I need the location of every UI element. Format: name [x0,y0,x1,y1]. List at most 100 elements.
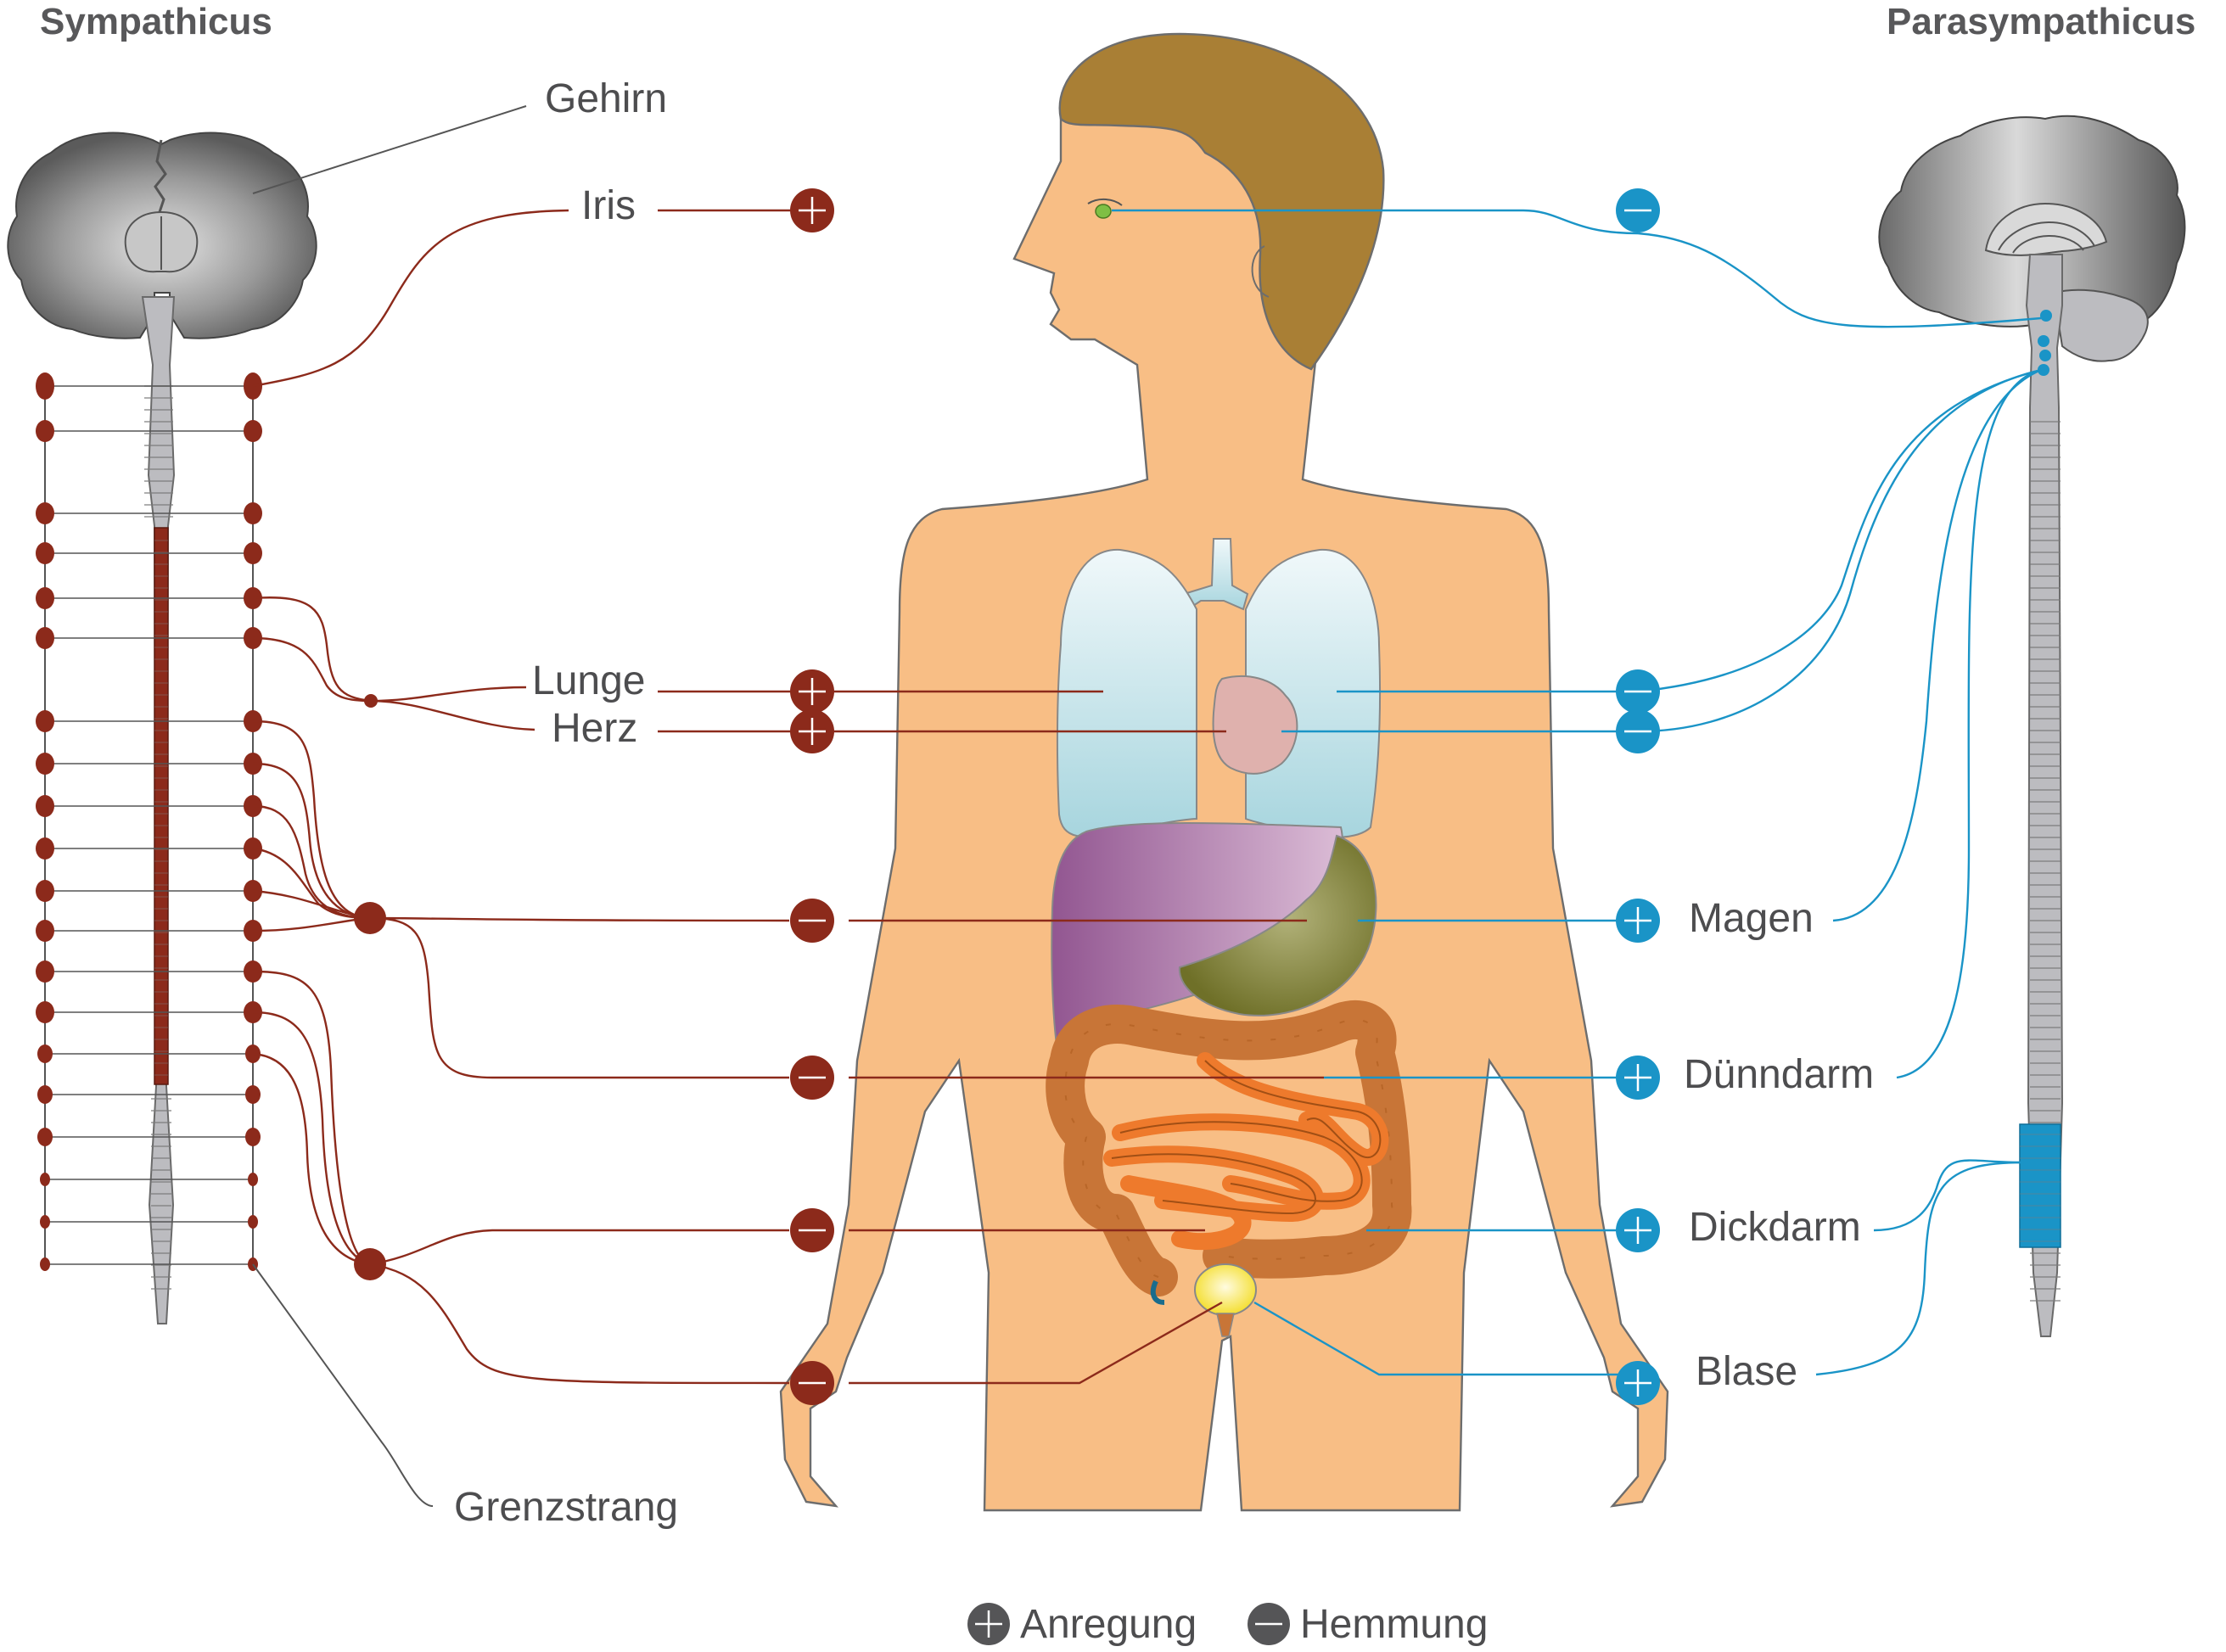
sympathicus-marker-iris [790,188,834,232]
sympathicus-marker-duenndarm [790,1056,834,1100]
trunk-ganglion-left [36,587,54,609]
legend-label-anregung: Anregung [1020,1602,1197,1647]
trunk-ganglion-right [245,1128,261,1146]
label-dickdarm: Dickdarm [1689,1205,1861,1250]
parasympathicus-marker-lunge [1616,669,1660,714]
sympathetic-spinal-cord [141,296,176,1324]
brain-ventricle-curve-2 [2012,234,2084,254]
ear [1251,245,1270,298]
sympathetic-nerve-lunge [370,686,527,703]
parasympathetic-spinal-cord [2019,254,2064,1337]
sympathetic-nerve-ganglion-lower-b [252,1011,371,1266]
trunk-ganglion-left [37,1128,53,1146]
trunk-ganglion-right [244,420,262,442]
parasympathicus-marker-blase [1616,1361,1660,1405]
heart [1212,675,1298,775]
label-duenndarm: Dünndarm [1684,1052,1874,1097]
sympathetic-nerve-blase [369,1263,790,1385]
label-magen: Magen [1689,896,1814,941]
label-blase: Blase [1696,1349,1797,1394]
trunk-ganglion-left [36,880,54,902]
label-herz: Herz [552,706,637,751]
sympathetic-ganglion-upper [354,902,386,934]
label-lunge: Lunge [532,658,645,703]
trunk-ganglion-left [40,1173,50,1186]
sympathetic-nerve-blase-right [849,1301,1223,1385]
cranial-nucleus-1 [2040,310,2052,322]
trachea [1182,538,1249,611]
sympathetic-ganglion-lower [354,1248,386,1280]
trunk-ganglion-left [36,542,54,564]
trunk-ganglion-left [36,837,54,860]
trunk-ganglion-left [36,960,54,983]
sympathicus-marker-magen [790,899,834,943]
sympathetic-nerve-ganglion-lower-c [252,1052,371,1266]
sympathetic-nerve-ganglion-upper-c [252,804,371,920]
sympathetic-nerve-duenndarm [369,916,789,1079]
hair [1058,32,1385,371]
cerebellum [2052,288,2149,362]
trunk-ganglion-left [36,795,54,817]
trunk-ganglion-right [244,542,262,564]
legend-label-hemmung: Hemmung [1300,1602,1488,1647]
sympathicus-marker-herz [790,709,834,753]
sympathetic-nerves [252,209,1324,1385]
trunk-ganglion-left [37,1085,53,1104]
trunk-ganglion-left [40,1257,50,1271]
label-iris: Iris [581,183,636,228]
sympathetic-trunk [36,372,262,1271]
sympathetic-nerve-lung-chain-a [252,596,372,703]
small-intestine-outline-2 [1119,1121,1363,1202]
left-lung [1056,548,1197,837]
trunk-ganglion-left [36,372,54,400]
title-parasympathicus: Parasympathicus [1887,1,2195,42]
cranial-nucleus-4 [2038,364,2049,376]
legend: Anregung Hemmung [967,1602,1488,1647]
sympathicus-marker-dickdarm [790,1208,834,1252]
legend-plus-icon [967,1603,1010,1645]
rectum [1150,1280,1165,1305]
effect-markers [790,188,1660,1405]
parasympathetic-nerve-duenndarm-return [1896,368,2042,1079]
label-grenzstrang: Grenzstrang [454,1485,678,1530]
trunk-ganglion-left [36,1001,54,1023]
eye-iris [1095,204,1112,219]
gehirn-pointer [252,105,527,194]
sympathetic-nerve-ganglion-upper-a [252,720,371,920]
stomach [1178,834,1377,1016]
liver [1051,822,1343,1061]
sympathetic-nerve-ganglion-lower-a [252,970,371,1266]
trunk-ganglion-left [36,920,54,942]
cranial-nucleus-2 [2038,335,2049,347]
bladder [1194,1263,1257,1316]
parasympathetic-nerve-blase-return [1815,1161,2025,1376]
sympathetic-nerve-magen [369,916,790,922]
brain-midline [154,139,167,213]
human-body [779,32,1669,1512]
sympathetic-nerve-lung-chain-b [252,636,372,703]
brain-ventricle-curve-1 [1998,221,2095,251]
spinal-cord-ladder-upper [144,382,173,518]
trunk-ganglion-left [36,627,54,649]
small-intestine-outline-1 [1204,1060,1382,1158]
title-sympathicus: Sympathicus [40,1,272,42]
parasympathetic-nerves [1112,209,2042,1376]
parasympathicus-marker-duenndarm [1616,1056,1660,1100]
trunk-ganglion-right [244,502,262,524]
label-gehirn: Gehirn [545,76,667,121]
trunk-ganglion-left [36,420,54,442]
trunk-ganglion-left [36,710,54,732]
trunk-ganglion-right [248,1215,258,1229]
eyelid [1087,199,1123,206]
parasympathetic-nerve-iris-return [1637,232,2042,328]
parasympathicus-marker-dickdarm [1616,1208,1660,1252]
sympathicus-marker-blase [790,1361,834,1405]
trunk-ganglion-left [37,1044,53,1063]
sympathetic-nerve-iris [252,209,569,388]
parasympathetic-nerve-lunge-return [1637,368,2042,693]
small-intestine-outline-3 [1111,1153,1316,1215]
urethra [1216,1313,1235,1337]
trunk-ganglion-right [248,1173,258,1186]
